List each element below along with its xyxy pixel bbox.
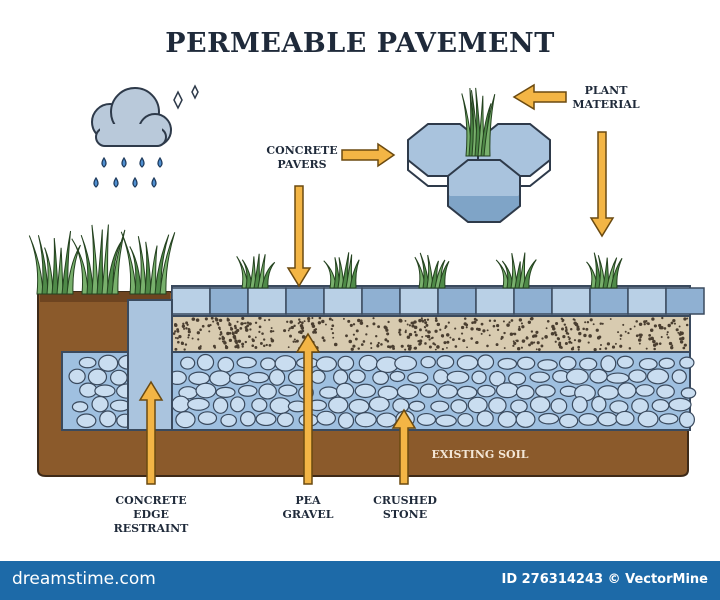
pea-gravel-layer [171, 315, 691, 353]
label-concrete-pavers: CONCRETE PAVERS [266, 144, 338, 171]
concrete-pavers-layer [171, 285, 705, 317]
grass-tufts [236, 252, 623, 289]
arrow-stone-up [391, 408, 417, 485]
label-plant-material: PLANT MATERIAL [572, 84, 640, 111]
arrow-gravel-up [295, 332, 321, 485]
hexagonal-pavers-illustration [407, 123, 551, 223]
image-credit: ID 276314243 © VectorMine [501, 572, 708, 587]
footer-bar: dreamstime.com ID 276314243 © VectorMine [0, 561, 720, 600]
arrow-pavers-horizontal [341, 142, 396, 168]
callout-arrows [138, 83, 615, 485]
label-existing-soil: EXISTING SOIL [431, 448, 529, 461]
label-crushed-stone: CRUSHED STONE [373, 494, 437, 521]
rain-cloud-icon [91, 84, 199, 188]
diagram-title: PERMEABLE PAVEMENT [165, 28, 555, 59]
arrow-plant-left [512, 83, 567, 111]
label-pea-gravel: PEA GRAVEL [282, 494, 334, 521]
left-grass [28, 224, 176, 295]
arrow-plant-down [589, 131, 615, 238]
arrow-pavers-down [286, 185, 312, 288]
label-concrete-edge-restraint: CONCRETE EDGE RESTRAINT [113, 494, 189, 535]
brand-logo-text: dreamstime.com [12, 569, 156, 589]
arrow-edge-up [138, 380, 164, 485]
